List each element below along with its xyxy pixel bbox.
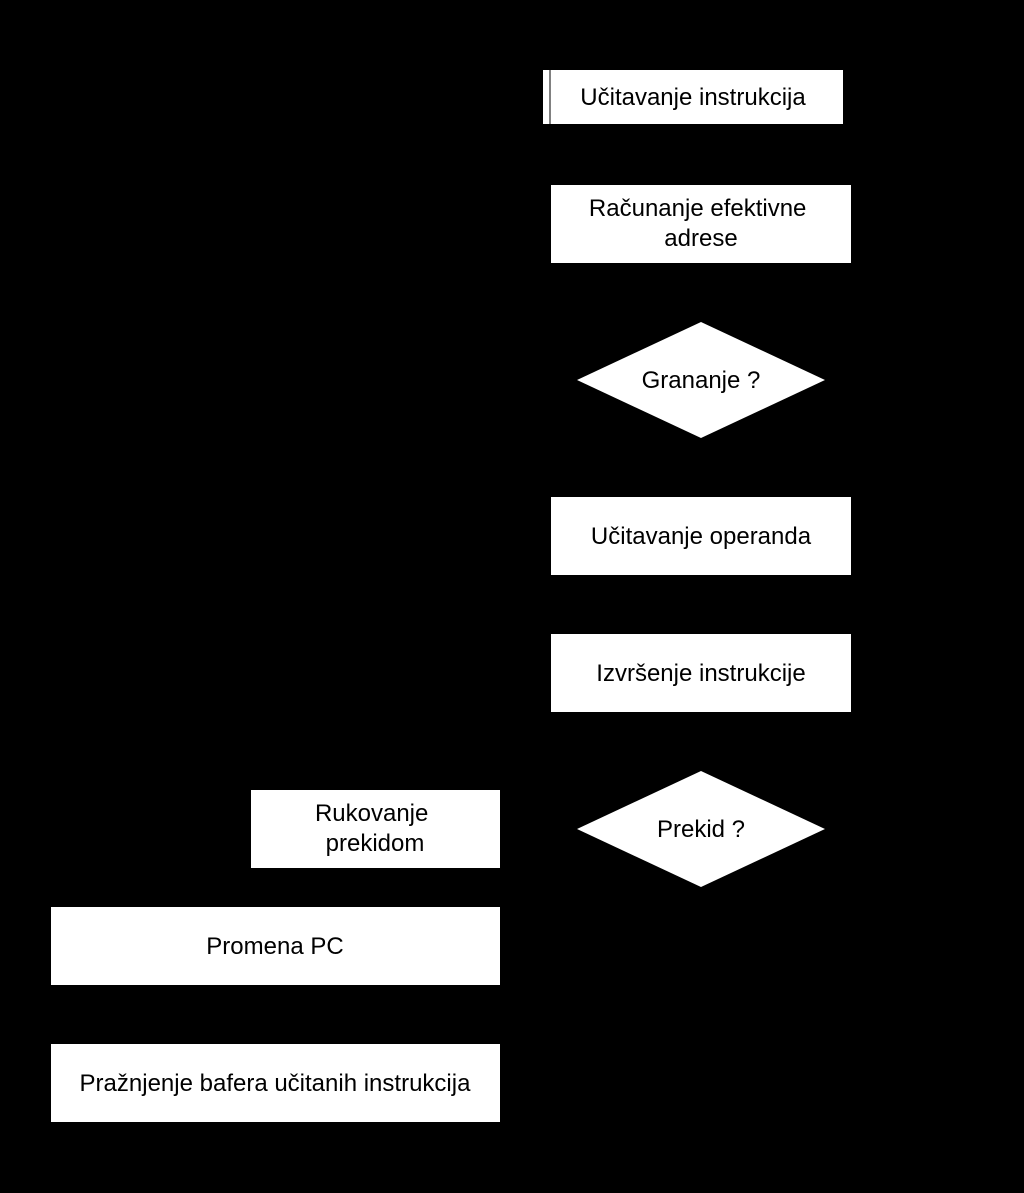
flush-buffer-node: Pražnjenje bafera učitanih instrukcija bbox=[51, 1044, 500, 1122]
change-pc-label-line-1: Promena PC bbox=[206, 933, 343, 960]
fetch-operand-label-line-1: Učitavanje operanda bbox=[591, 523, 812, 550]
fetch-instruction-box bbox=[543, 70, 843, 124]
fetch-operand-label: Učitavanje operanda bbox=[591, 523, 812, 550]
execute-instruction-label: Izvršenje instrukcije bbox=[596, 660, 805, 687]
branch-decision-label: Grananje ? bbox=[642, 367, 761, 394]
interrupt-handling-node: Rukovanje prekidom bbox=[251, 790, 500, 868]
interrupt-handling-box bbox=[251, 790, 500, 868]
branch-decision-label-line-1: Grananje ? bbox=[642, 367, 761, 394]
flush-buffer-label-line-1: Pražnjenje bafera učitanih instrukcija bbox=[80, 1070, 472, 1097]
fetch-instruction-label-line-1: Učitavanje instrukcija bbox=[580, 84, 806, 111]
effective-address-label-line-1: Računanje efektivne bbox=[589, 195, 806, 222]
fetch-operand-box bbox=[551, 497, 851, 575]
fetch-operand-node: Učitavanje operanda bbox=[551, 497, 851, 575]
flush-buffer-label: Pražnjenje bafera učitanih instrukcija bbox=[80, 1070, 472, 1097]
interrupt-handling-label-line-1: Rukovanje bbox=[315, 800, 428, 827]
fetch-instruction-label: Učitavanje instrukcija bbox=[580, 84, 806, 111]
effective-address-node: Računanje efektivne adrese bbox=[551, 185, 851, 263]
interrupt-handling-label: Rukovanje prekidom bbox=[315, 800, 435, 857]
interrupt-decision-node: Prekid ? bbox=[577, 771, 825, 887]
execute-instruction-node: Izvršenje instrukcije bbox=[551, 634, 851, 712]
effective-address-label: Računanje efektivne adrese bbox=[589, 195, 813, 252]
fetch-instruction-node: Učitavanje instrukcija bbox=[543, 70, 843, 124]
interrupt-decision-label-line-1: Prekid ? bbox=[657, 816, 745, 843]
interrupt-decision-diamond bbox=[577, 771, 825, 887]
branch-decision-diamond bbox=[577, 322, 825, 438]
effective-address-label-line-2: adrese bbox=[664, 225, 737, 252]
flush-buffer-box bbox=[51, 1044, 500, 1122]
branch-decision-node: Grananje ? bbox=[577, 322, 825, 438]
change-pc-box bbox=[51, 907, 500, 985]
interrupt-decision-label: Prekid ? bbox=[657, 816, 745, 843]
interrupt-handling-label-line-2: prekidom bbox=[326, 830, 425, 857]
effective-address-box bbox=[551, 185, 851, 263]
change-pc-label: Promena PC bbox=[206, 933, 343, 960]
execute-instruction-label-line-1: Izvršenje instrukcije bbox=[596, 660, 805, 687]
change-pc-node: Promena PC bbox=[51, 907, 500, 985]
execute-instruction-box bbox=[551, 634, 851, 712]
